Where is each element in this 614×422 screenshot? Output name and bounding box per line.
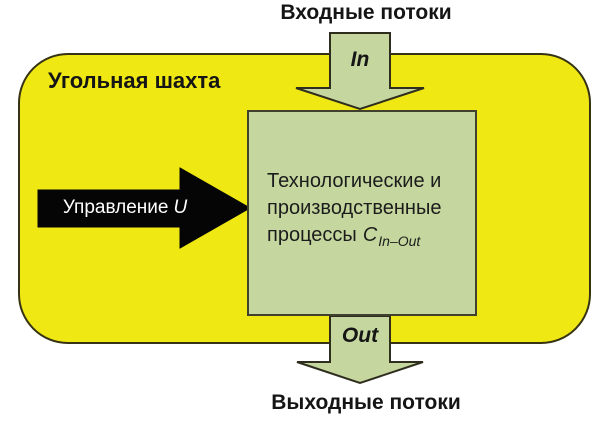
control-label-text: Управление <box>62 197 169 218</box>
input-flows-label: Входные потоки <box>280 1 452 24</box>
control-arrow-icon <box>37 167 252 249</box>
process-variable-subscript: In–Out <box>378 233 421 249</box>
process-box-text: Технологические и производственные проце… <box>267 168 441 255</box>
out-arrow-label: Out <box>341 324 379 347</box>
coal-mine-label: Угольная шахта <box>48 68 221 93</box>
in-flow-arrow-icon <box>295 32 425 111</box>
out-flow-arrow-icon <box>296 315 424 385</box>
process-variable: C <box>362 224 378 246</box>
process-box: Технологические и производственные проце… <box>247 110 477 316</box>
process-text-line2: производственные <box>267 197 442 219</box>
process-text-line3-prefix: процессы <box>267 224 357 246</box>
in-arrow-label: In <box>350 48 370 71</box>
control-variable: U <box>173 197 188 218</box>
process-text-line1: Технологические и <box>267 170 442 192</box>
output-flows-label: Выходные потоки <box>271 391 461 414</box>
